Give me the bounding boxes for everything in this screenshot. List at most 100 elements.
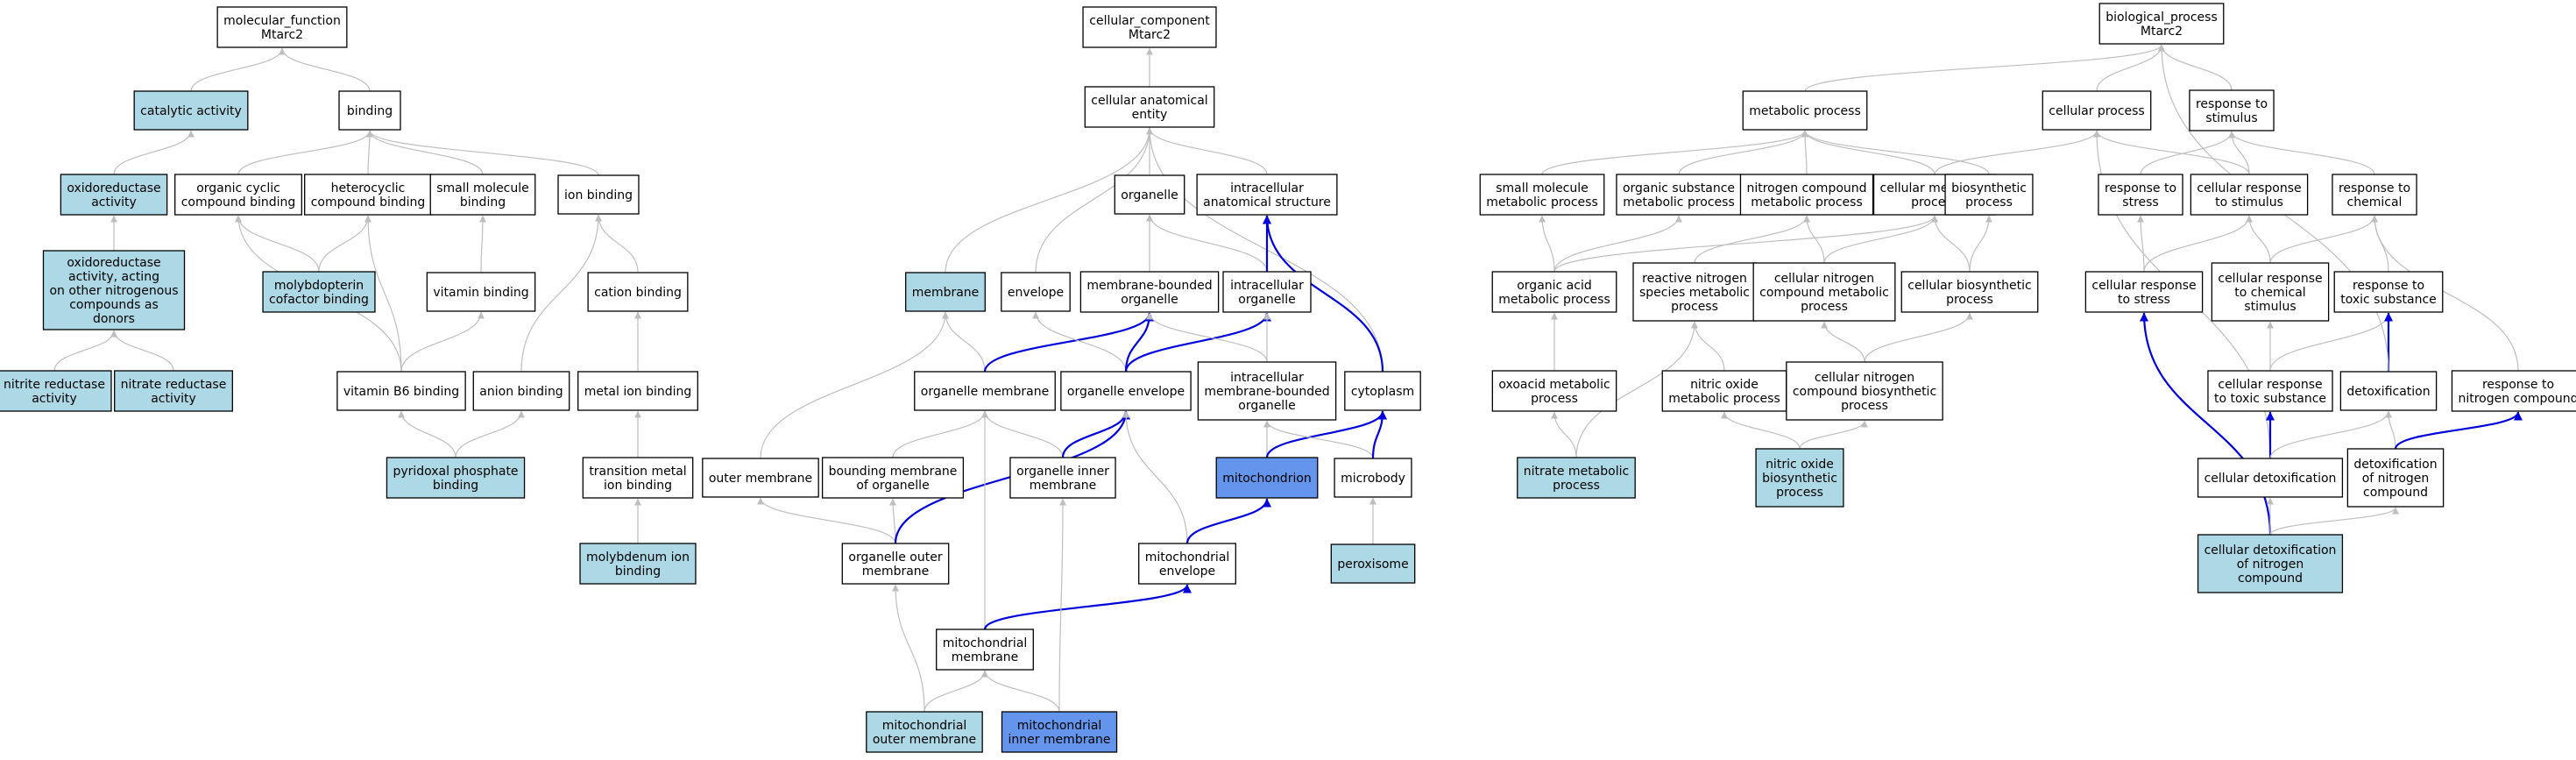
node-metabolic: metabolic process	[1742, 90, 1868, 131]
node-label: membrane	[912, 286, 980, 300]
edge-resp-nitro-to-resp-chem	[2371, 215, 2519, 372]
edge-intra-anat-to-cae	[1146, 127, 1268, 175]
node-label: anion binding	[479, 385, 563, 399]
node-box	[1009, 457, 1116, 499]
edge-envelope-to-cae	[1035, 127, 1153, 273]
node-box	[2333, 271, 2444, 313]
edge-cell-resp-stim-to-cellular-proc	[2093, 130, 2250, 175]
edge-resp-stim-to-bp-root	[2158, 44, 2233, 91]
node-vitamin-bind: vitamin binding	[426, 272, 536, 312]
node-box	[1196, 174, 1338, 216]
node-box	[426, 272, 536, 312]
edge-org-membrane-to-mbo	[983, 312, 1154, 373]
node-outer-mem: outer membrane	[702, 458, 819, 498]
edge-outer-mem-to-membrane	[760, 311, 949, 459]
node-label: outer membrane	[709, 472, 812, 486]
edge-cell-met-to-cellular-proc	[1934, 130, 2100, 175]
node-box	[579, 543, 697, 585]
node-box	[1060, 371, 1192, 411]
node-label: microbody	[1341, 472, 1405, 486]
node-mitochondrion: mitochondrion	[1215, 457, 1319, 499]
node-envelope: envelope	[1001, 272, 1071, 312]
node-box	[2451, 370, 2576, 412]
node-label: cytoplasm	[1351, 385, 1414, 399]
edge-cell-resp-toxic-to-resp-toxic	[2269, 312, 2392, 372]
edge-cell-detox-to-detox	[2269, 410, 2392, 459]
edge-small-mol-met-to-metabolic	[1541, 130, 1808, 175]
node-label: metal ion binding	[584, 385, 692, 399]
node-catalytic: catalytic activity	[133, 90, 249, 131]
edge-cellular-proc-to-bp-root	[2096, 44, 2165, 92]
edge-vitb6-to-vitamin-bind	[400, 311, 485, 373]
edge-cation-bind-to-ion-binding	[595, 214, 639, 273]
edge-cell-detox-nitro-to-detox-nitro	[2269, 507, 2399, 536]
edge-detox-nitro-to-resp-nitro	[2394, 411, 2523, 450]
edge-intra-org-to-organelle	[1146, 214, 1268, 273]
edge-bounding-mem-to-org-membrane	[892, 410, 988, 458]
edge-binding-to-mf-root	[279, 47, 371, 92]
node-label: envelope	[1008, 286, 1064, 300]
edge-org-outer-to-outer-mem	[757, 497, 896, 544]
edge-resp-chem-to-resp-stim	[2228, 131, 2375, 175]
node-box	[1079, 271, 1220, 313]
node-org-envelope: organelle envelope	[1060, 371, 1192, 411]
node-box	[1752, 262, 1896, 322]
edge-membrane-to-cae	[945, 127, 1153, 273]
edge-mito-inner-to-org-inner	[1058, 498, 1066, 713]
edge-cell-resp-stress-to-cell-resp-stim	[2143, 215, 2253, 273]
edge-microbody-to-cytoplasm	[1371, 410, 1387, 459]
edge-molybdopterin-to-org-cyclic	[235, 215, 320, 273]
node-box	[1222, 271, 1312, 313]
edge-cell-nitro-bios-to-cell-nitro-met	[1821, 321, 1865, 363]
edge-nitro-comp-met-to-metabolic	[1801, 130, 1809, 175]
node-box	[2098, 174, 2183, 216]
node-box	[336, 371, 466, 411]
node-box	[866, 711, 983, 753]
edge-org-envelope-to-intra-org	[1124, 312, 1271, 373]
node-label: vitamin binding	[433, 286, 528, 300]
node-peroxisome: peroxisome	[1330, 543, 1416, 584]
edge-ion-binding-to-binding	[366, 130, 599, 176]
edge-biosynth-to-metabolic	[1801, 130, 1990, 175]
node-label: cellular process	[2049, 104, 2144, 118]
edge-cell-resp-chem-to-resp-chem	[2269, 215, 2378, 264]
edge-org-acid-to-org-subst	[1553, 215, 1682, 273]
node-organelle: organelle	[1114, 174, 1185, 215]
edge-org-cyclic-to-binding	[237, 130, 373, 175]
edge-cytoplasm-to-intra-anat	[1263, 215, 1384, 373]
node-binding: binding	[338, 90, 401, 131]
node-box	[1197, 361, 1337, 421]
